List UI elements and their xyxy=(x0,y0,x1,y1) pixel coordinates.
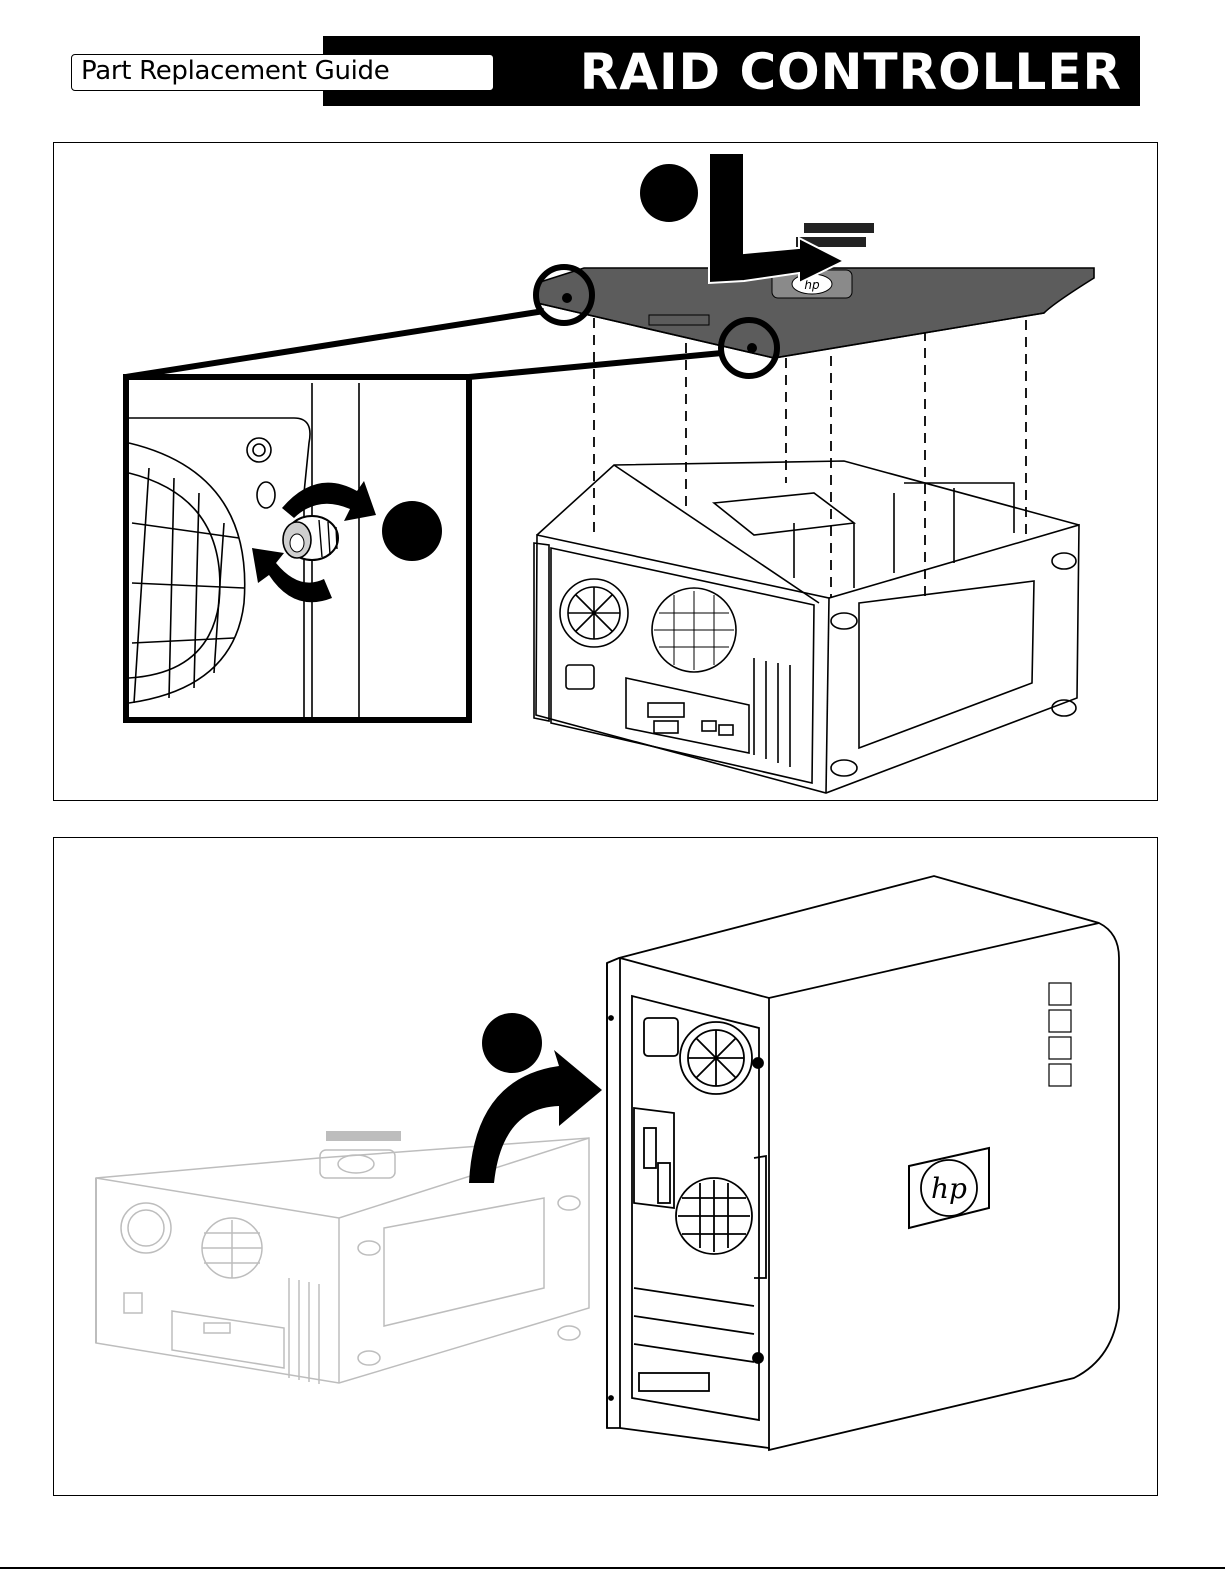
illustration-remove-access-panel: hp xyxy=(53,142,1158,801)
remove-panel-drawing: hp xyxy=(54,143,1159,802)
upright-tower-illustration: hp xyxy=(607,876,1119,1450)
lift-arrow-icon xyxy=(709,153,844,283)
page-title: RAID CONTROLLER xyxy=(580,40,1122,104)
access-panel-cover: hp xyxy=(537,223,1094,358)
step-marker-3 xyxy=(482,1013,542,1073)
step-marker-2 xyxy=(640,164,698,222)
turn-arrow-icon xyxy=(469,1050,602,1183)
chassis-illustration xyxy=(534,461,1079,793)
reposition-drawing: hp xyxy=(54,838,1159,1497)
guide-label: Part Replacement Guide xyxy=(81,56,389,86)
illustration-reposition-tower: hp xyxy=(53,837,1158,1496)
guide-label-box: Part Replacement Guide xyxy=(71,54,494,91)
zoom-inset-thumbscrew xyxy=(126,377,469,720)
step-marker-1 xyxy=(382,501,442,561)
footer-rule xyxy=(0,1567,1225,1569)
svg-text:hp: hp xyxy=(931,1172,967,1205)
faded-chassis-illustration xyxy=(96,1131,589,1384)
